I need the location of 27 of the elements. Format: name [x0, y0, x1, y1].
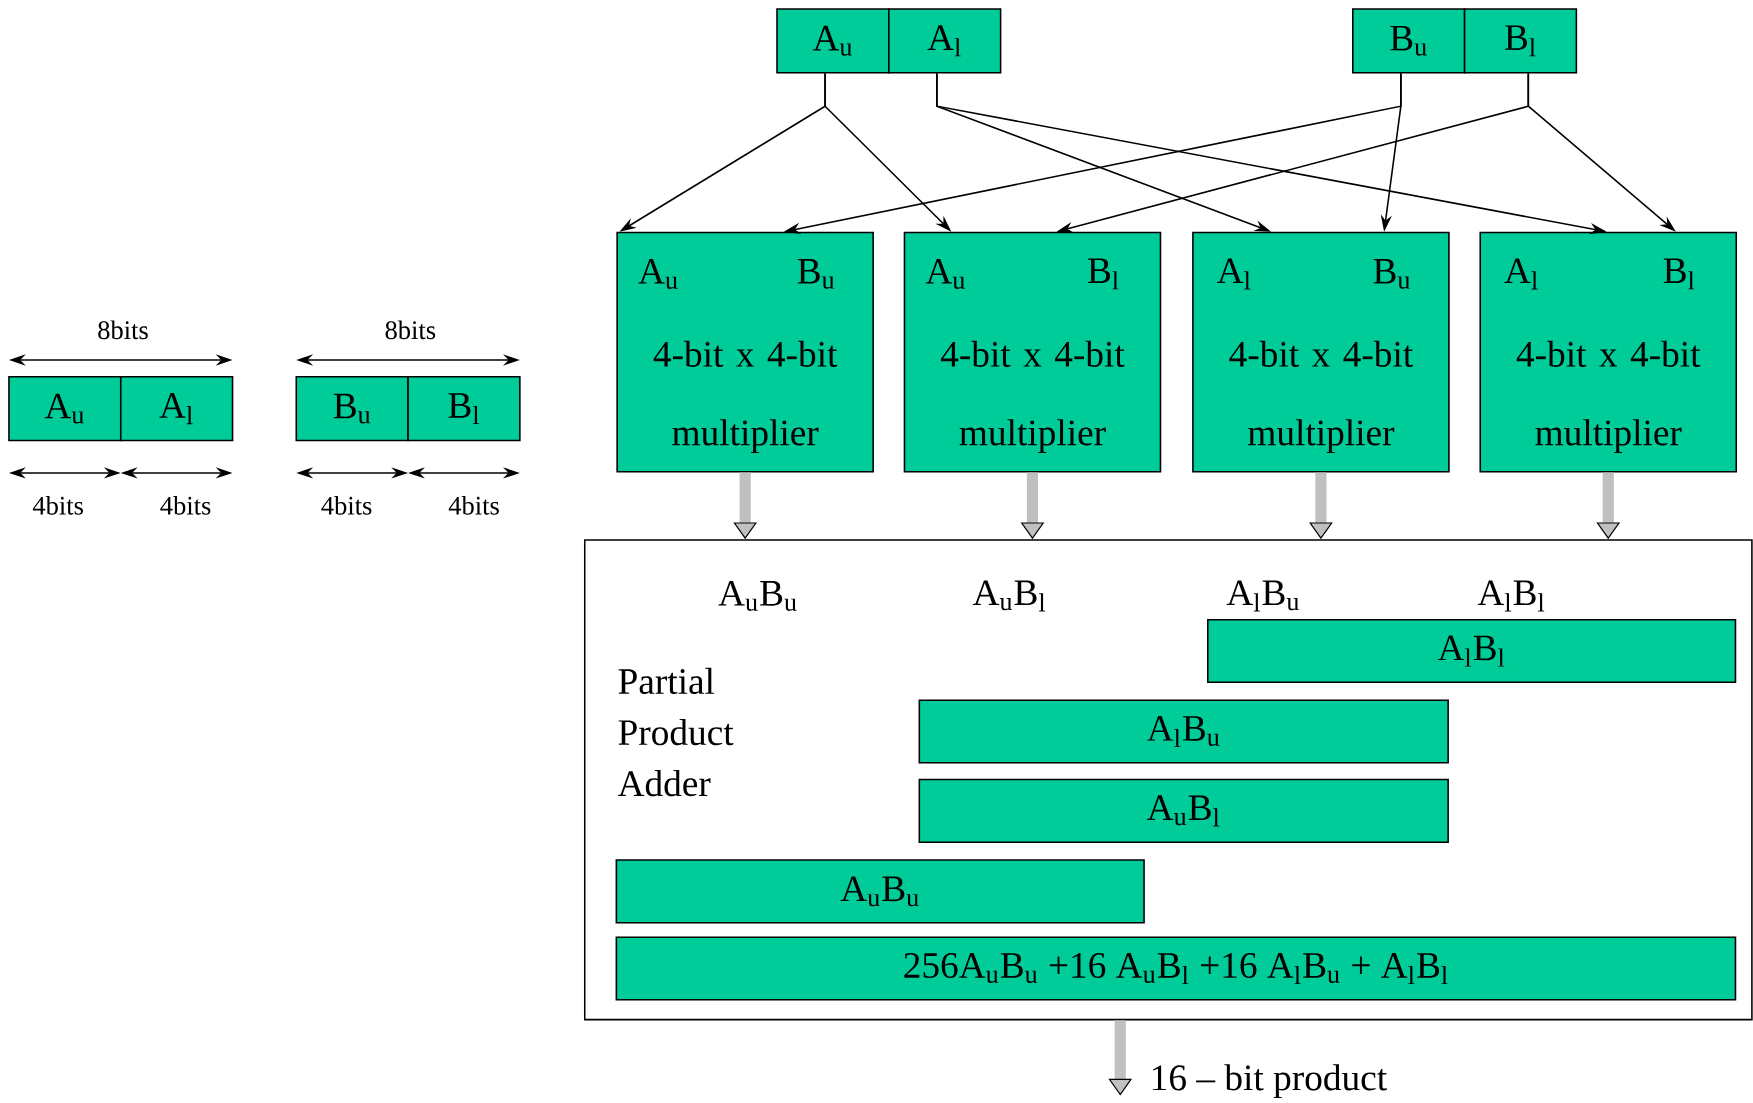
partial-product-bar: A$_{u}$B$_{u}$ — [615, 859, 1145, 924]
dimension-label: 8bits — [385, 320, 436, 339]
multiplier-box: A$_{u}$ B$_{u}$ 4-bit x 4-bit multiplier — [616, 231, 874, 473]
register-cell: B$_{l}$ — [407, 375, 521, 442]
dimension-label: 8bits — [98, 320, 148, 339]
register-cell: A$_{l}$ — [119, 375, 234, 442]
dimension-label: 4bits — [32, 495, 83, 515]
multiplier-box: A$_{l}$ B$_{u}$ 4-bit x 4-bit multiplier — [1192, 231, 1450, 473]
register-cell: A$_{u}$ — [776, 7, 890, 74]
partial-product-bar: A$_{l}$B$_{l}$ — [1207, 618, 1737, 683]
arrow — [1596, 472, 1621, 539]
sum-bar: 256A$_{u}$B$_{u}$ +16 A$_{u}$B$_{l}$ +16 A$_{l}$B$_{u}$ + A$_{l}$B$_{l}$ — [615, 936, 1737, 1001]
dimension-label: 4bits — [160, 495, 211, 515]
arrow — [1309, 472, 1333, 539]
register-cell: B$_{u}$ — [295, 375, 409, 442]
multiplier-box: A$_{l}$ B$_{l}$ 4-bit x 4-bit multiplier — [1479, 231, 1738, 473]
register-cell: A$_{u}$ — [8, 375, 122, 442]
register-cell: A$_{l}$ — [888, 7, 1002, 74]
dimension-label: 4bits — [448, 495, 499, 515]
register-cell: B$_{u}$ — [1352, 7, 1466, 74]
register-cell: B$_{l}$ — [1463, 7, 1578, 74]
dimension-label: 4bits — [321, 495, 372, 515]
partial-product-bar: A$_{l}$B$_{u}$ — [918, 699, 1449, 764]
multiplier-box: A$_{u}$ B$_{l}$ 4-bit x 4-bit multiplier — [903, 231, 1162, 473]
arrow — [733, 472, 758, 539]
output-label: 16 – bit product — [1152, 1064, 1387, 1098]
partial-product-bar: A$_{u}$B$_{l}$ — [918, 778, 1449, 843]
